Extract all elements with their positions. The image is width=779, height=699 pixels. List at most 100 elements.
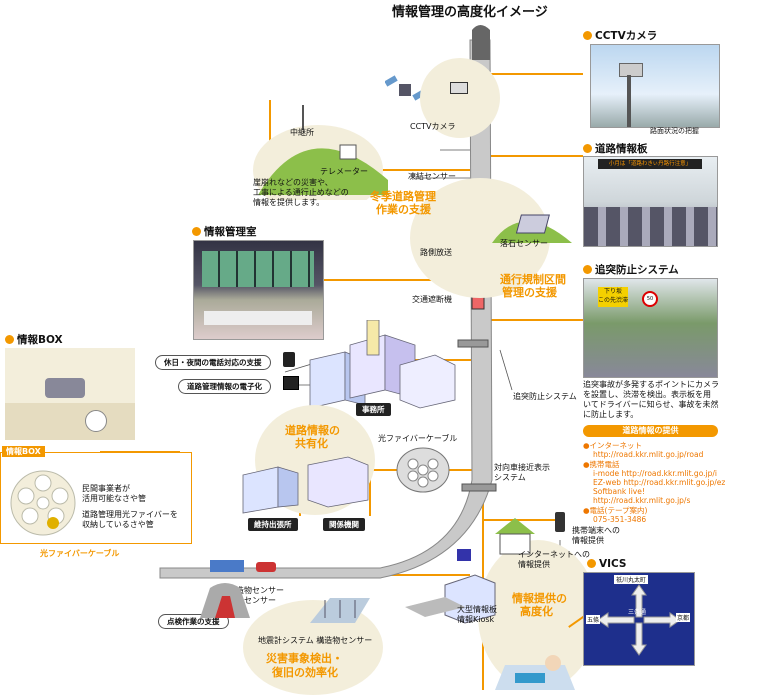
closure-support-2: 管理の支援 [502,286,557,299]
info-box-scene [5,348,135,440]
bullet-icon [583,265,592,274]
mobile-title: ●携帯電話 [583,460,620,469]
bullet-icon [583,31,592,40]
bridge-illustration [310,598,370,623]
vics-label-1: 祇川丸太町 [614,575,649,584]
accident-photo: 下り坂 この先渋滞 50 [583,278,718,378]
label-net-info-2: 情報提供 [518,560,550,569]
disaster-info-2: 工事による通行止めなどの [253,188,349,197]
label-night-support: 休日・夜間の電話対応の支援 [155,355,271,370]
road-board-sign: 小月は「道路わきぃ丹路行注意」 [598,159,702,169]
fiber-cable-icon [396,447,450,493]
label-kiosk-2: 情報Kiosk [457,615,495,624]
label-rear-end: 追突防止システム [513,392,577,401]
heading-info-box: 情報BOX [5,332,63,347]
heading-vics: VICS [587,558,627,570]
vics-screen: 祇川丸太町 五條 三条通 京都 [583,572,695,666]
label-fiber: 光ファイバーケーブル [378,434,458,443]
recovery-1: 災害事象検出・ [266,652,343,665]
info-box-desc2-a: 道路管理用光ファイバーを [82,510,178,519]
page-title: 情報管理の高度化イメージ [392,5,548,20]
vics-label-3: 三条通 [628,609,647,616]
label-cctv-cam: CCTVカメラ [410,122,456,131]
label-oncoming-2: システム [494,473,526,482]
winter-support-2: 作業の支援 [376,203,431,216]
accident-sign-b: この先渋滞 [598,297,629,304]
pc-icon [283,376,299,390]
label-branch: 維持出張所 [248,518,298,531]
relay-hill [253,105,388,200]
label-struct1-b: 冠水センサー [228,596,276,605]
accident-desc-4: に防止します。 [583,410,639,419]
label-kiosk-1: 大型情報板 [457,605,497,614]
tunnel-illustration [200,583,250,618]
vics-label-2: 五條 [586,615,601,624]
advanced-2: 高度化 [520,605,553,618]
accident-desc-1: 追突事故が多発するポイントにカメラ [583,380,719,389]
label-oncoming-1: 対向車接近表示 [494,463,550,472]
info-box-desc1-a: 民間事業者が [82,484,130,493]
info-box-desc2-b: 収納しているさや管 [82,520,154,529]
info-box-fiber-label: 光ファイバーケーブル [40,549,120,558]
internet-title: ●インターネット [583,441,643,450]
vics-arrows [597,584,681,656]
house-icon [495,518,535,555]
mobile-imode[interactable]: i-mode http://road.kkr.mlit.go.jp/i [593,469,717,478]
label-office: 事務所 [356,403,391,416]
bullet-icon [192,227,201,236]
disaster-info-1: 崖崩れなどの災害や、 [253,178,333,187]
closure-support-1: 通行規制区間 [500,273,566,286]
label-relay: 中継所 [290,128,314,137]
accident-desc-2: を設置し、渋滞を検出。表示板を用 [583,390,711,399]
accident-sign-a: 下り坂 [603,288,622,295]
label-struct1-a: 構造物センサー [228,586,284,595]
info-box-ducts [10,470,76,536]
cctv-camera-icon [450,82,468,94]
recovery-2: 復旧の効率化 [272,666,338,679]
phone-icon [283,352,295,367]
office-buildings [309,320,456,409]
label-telemeter: テレメーター [320,167,368,176]
label-quake: 地震計システム 構造物センサー [258,636,373,645]
kiosk-buildings [405,549,496,624]
share-1: 道路情報の [285,424,340,437]
heading-road-board: 道路情報板 [583,141,648,156]
branch-buildings [242,456,369,514]
disaster-info-3: 情報を提供します。 [253,198,325,207]
cctv-caption: 路面状況の把握 [650,127,699,135]
mobile-ezweb[interactable]: EZ-web http://road.kkr.mlit.go.jp/ez [593,478,726,487]
internet-url[interactable]: http://road.kkr.mlit.go.jp/road [593,450,704,459]
label-rockfall: 落石センサー [500,239,548,248]
accident-sign-c: 50 [642,291,658,307]
info-box-tag: 情報BOX [2,446,45,457]
car-icon [256,562,276,572]
info-room-photo [193,240,324,340]
heading-info-room: 情報管理室 [192,224,257,239]
winter-support-1: 冬季道路管理 [370,190,436,203]
bullet-icon [5,335,14,344]
mobile-softbank: Softbank live! [593,487,645,496]
road-board-photo: 小月は「道路わきぃ丹路行注意」 [583,156,718,247]
accident-desc-3: いてドライバーに知らせ、事故を未然 [583,400,719,409]
label-mobile-info-2: 情報提供 [572,536,604,545]
mobile-softbank-url[interactable]: http://road.kkr.mlit.go.jp/s [593,496,691,505]
label-freeze: 凍結センサー [408,172,456,181]
heading-cctv: CCTVカメラ [583,28,657,43]
satellite-icon [385,75,425,101]
bullet-icon [583,144,592,153]
info-box-desc1-b: 活用可能なさや管 [82,494,146,503]
label-gate: 交通遮断機 [412,295,452,304]
rockfall-hill [492,214,572,243]
cctv-photo [590,44,720,128]
bullet-icon [587,559,596,568]
share-2: 共有化 [295,437,328,450]
truck-icon [210,560,244,572]
label-broadcast: 路側放送 [420,248,452,257]
vics-label-4: 京都 [676,613,691,622]
advanced-1: 情報提供の [512,592,567,605]
phone-number: 075-351-3486 [593,515,647,524]
label-net-info-1: インターネットへの [518,550,590,559]
phone-title: ●電話(テープ案内) [583,506,648,515]
heading-accident: 追突防止システム [583,262,679,277]
mobile-phone-icon [555,512,565,532]
